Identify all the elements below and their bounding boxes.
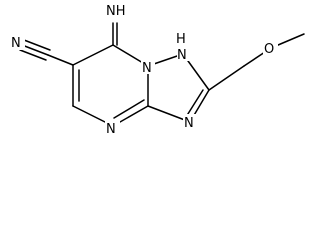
atom-ring-n1: N: [177, 48, 187, 63]
bond-c9-n10-double: [113, 99, 145, 119]
bond-c6-c7: [72, 44, 114, 66]
atom-ring-n1-h: H: [176, 32, 186, 47]
atom-imine-nh: NH: [106, 4, 126, 19]
atom-cyano-n: N: [11, 36, 21, 51]
bond-cn-triple-3: [19, 49, 47, 61]
bonds: [19, 22, 305, 127]
molecule-structure: N NH N H N N N O: [11, 2, 305, 137]
atom-bridgehead-n: N: [142, 61, 152, 76]
atom-pyrimidine-n: N: [106, 122, 116, 137]
atom-triazole-n3: N: [184, 116, 194, 131]
bond-c2-ch2: [208, 65, 245, 91]
bond-cn-triple-1: [21, 44, 49, 56]
atom-labels: N NH N H N N N O: [11, 2, 278, 137]
atom-ether-o: O: [264, 42, 274, 57]
bond-c2-n3-double: [185, 89, 204, 118]
bond-c6-cn: [47, 54, 74, 66]
bond-cn-triple-2: [23, 39, 51, 51]
